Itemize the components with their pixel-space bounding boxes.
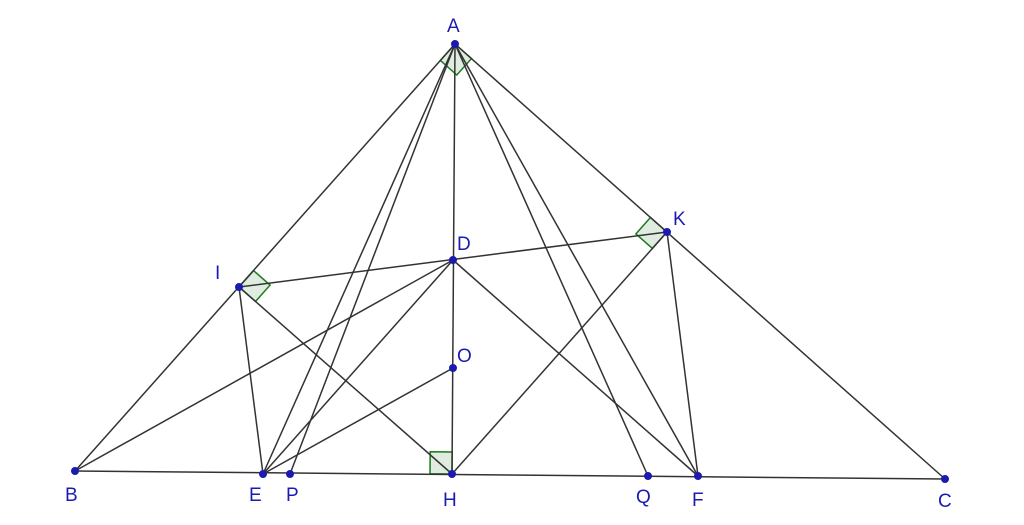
label-b: B: [65, 485, 78, 506]
segment-kf: [666, 231, 699, 477]
label-e: E: [249, 485, 262, 506]
label-p: P: [286, 485, 299, 506]
point-k: [663, 228, 671, 236]
point-h: [448, 470, 456, 478]
segment-db: [74, 259, 454, 472]
segment-de: [262, 259, 454, 475]
point-c: [941, 475, 949, 483]
label-c: C: [938, 491, 952, 512]
segments: [74, 43, 946, 480]
label-d: D: [457, 234, 471, 255]
label-h: H: [443, 490, 457, 511]
label-q: Q: [636, 487, 651, 508]
point-d: [449, 256, 457, 264]
point-o: [449, 364, 457, 372]
segment-ac: [454, 43, 946, 480]
segment-ap: [289, 43, 456, 475]
point-b: [71, 467, 79, 475]
segment-bc: [74, 470, 946, 480]
label-i: I: [215, 263, 220, 284]
segment-ab: [74, 43, 456, 472]
label-a: A: [447, 16, 460, 37]
point-e: [259, 470, 267, 478]
point-f: [694, 472, 702, 480]
point-labels: A B C D E F H I K O P Q: [65, 16, 952, 512]
segment-af: [454, 43, 699, 477]
point-a: [451, 40, 459, 48]
point-p: [286, 470, 294, 478]
point-q: [644, 472, 652, 480]
label-o: O: [457, 346, 472, 367]
segment-oe: [262, 367, 454, 475]
points: [71, 40, 949, 483]
segment-df: [452, 259, 699, 477]
label-k: K: [673, 209, 686, 230]
label-f: F: [692, 490, 704, 511]
segment-aq: [454, 43, 649, 477]
segment-ae: [262, 43, 456, 475]
point-i: [235, 283, 243, 291]
segment-ie: [238, 286, 264, 475]
